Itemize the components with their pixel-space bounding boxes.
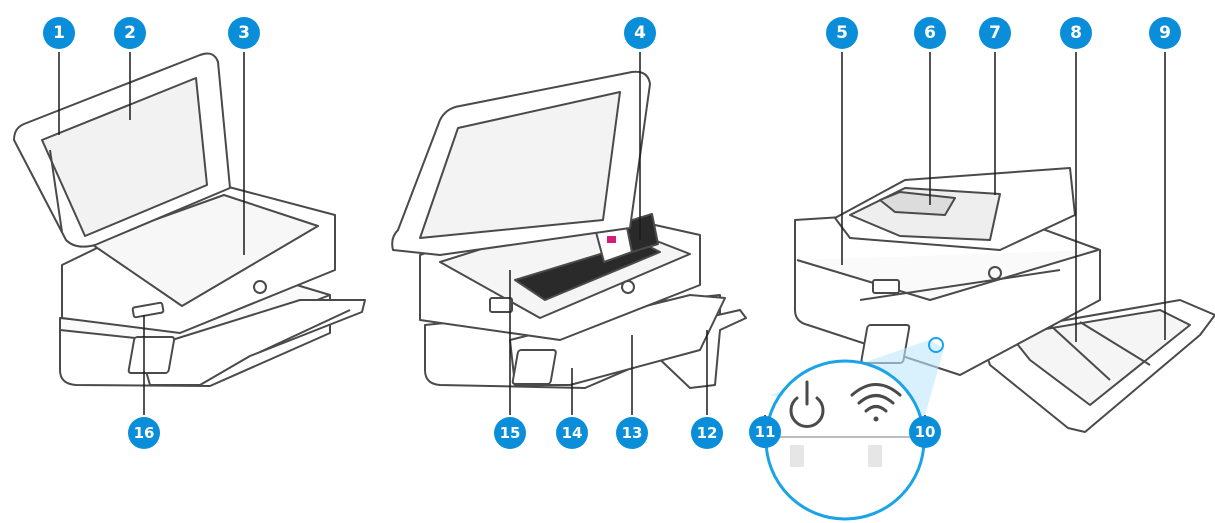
callout-6: 6 xyxy=(914,17,946,49)
svg-text:4: 4 xyxy=(634,23,646,43)
svg-text:6: 6 xyxy=(924,23,936,43)
cartridge-carriage-rail xyxy=(514,241,661,301)
svg-text:1: 1 xyxy=(53,23,65,43)
callouts: 1 2 3 4 5 6 7 8 xyxy=(43,17,1181,449)
power-icon xyxy=(789,380,825,428)
svg-text:9: 9 xyxy=(1159,23,1171,43)
callout-8: 8 xyxy=(1060,17,1092,49)
svg-text:14: 14 xyxy=(562,424,583,442)
adf-paper-guides xyxy=(879,191,956,216)
callout-1: 1 xyxy=(43,17,75,49)
printer2-lid-inner xyxy=(419,91,621,239)
svg-text:10: 10 xyxy=(915,423,936,441)
svg-text:8: 8 xyxy=(1070,23,1082,43)
front-door xyxy=(131,301,165,319)
svg-text:13: 13 xyxy=(622,424,643,442)
control-panel xyxy=(127,336,176,374)
paper-width-guides xyxy=(1009,309,1191,406)
printer-closed xyxy=(794,167,1215,433)
callout-4: 4 xyxy=(624,17,656,49)
callout-2: 2 xyxy=(114,17,146,49)
printer-ink-access xyxy=(391,70,747,389)
svg-text:15: 15 xyxy=(500,424,521,442)
svg-text:2: 2 xyxy=(124,23,136,43)
printer-lid-open xyxy=(13,52,366,387)
control-panel-2 xyxy=(511,349,557,385)
callout-10: 10 xyxy=(909,416,941,448)
front-door-3 xyxy=(872,279,900,294)
callout-11: 11 xyxy=(749,416,781,448)
svg-text:11: 11 xyxy=(755,423,776,441)
svg-text:16: 16 xyxy=(134,424,155,442)
callout-5: 5 xyxy=(826,17,858,49)
callout-9: 9 xyxy=(1149,17,1181,49)
callout-13: 13 xyxy=(616,417,648,449)
color-cartridge-label xyxy=(607,236,616,243)
callout-3: 3 xyxy=(228,17,260,49)
hp-logo-icon-3 xyxy=(988,266,1002,280)
hp-logo-icon-2 xyxy=(621,280,635,294)
svg-text:3: 3 xyxy=(238,23,250,43)
wifi-icon xyxy=(850,383,902,422)
lid-backing xyxy=(41,77,208,237)
callout-14: 14 xyxy=(556,417,588,449)
callout-7: 7 xyxy=(979,17,1011,49)
zoom-focus-marker xyxy=(928,337,944,353)
hp-logo-icon xyxy=(253,280,267,294)
svg-text:5: 5 xyxy=(836,23,848,43)
output-tray-2 xyxy=(509,294,726,386)
callout-12: 12 xyxy=(691,417,723,449)
svg-text:7: 7 xyxy=(989,23,1001,43)
callout-15: 15 xyxy=(494,417,526,449)
front-panel xyxy=(796,249,1099,301)
callout-16: 16 xyxy=(128,417,160,449)
output-tray xyxy=(139,299,366,386)
svg-text:12: 12 xyxy=(697,424,718,442)
leader-lines xyxy=(58,52,1166,432)
